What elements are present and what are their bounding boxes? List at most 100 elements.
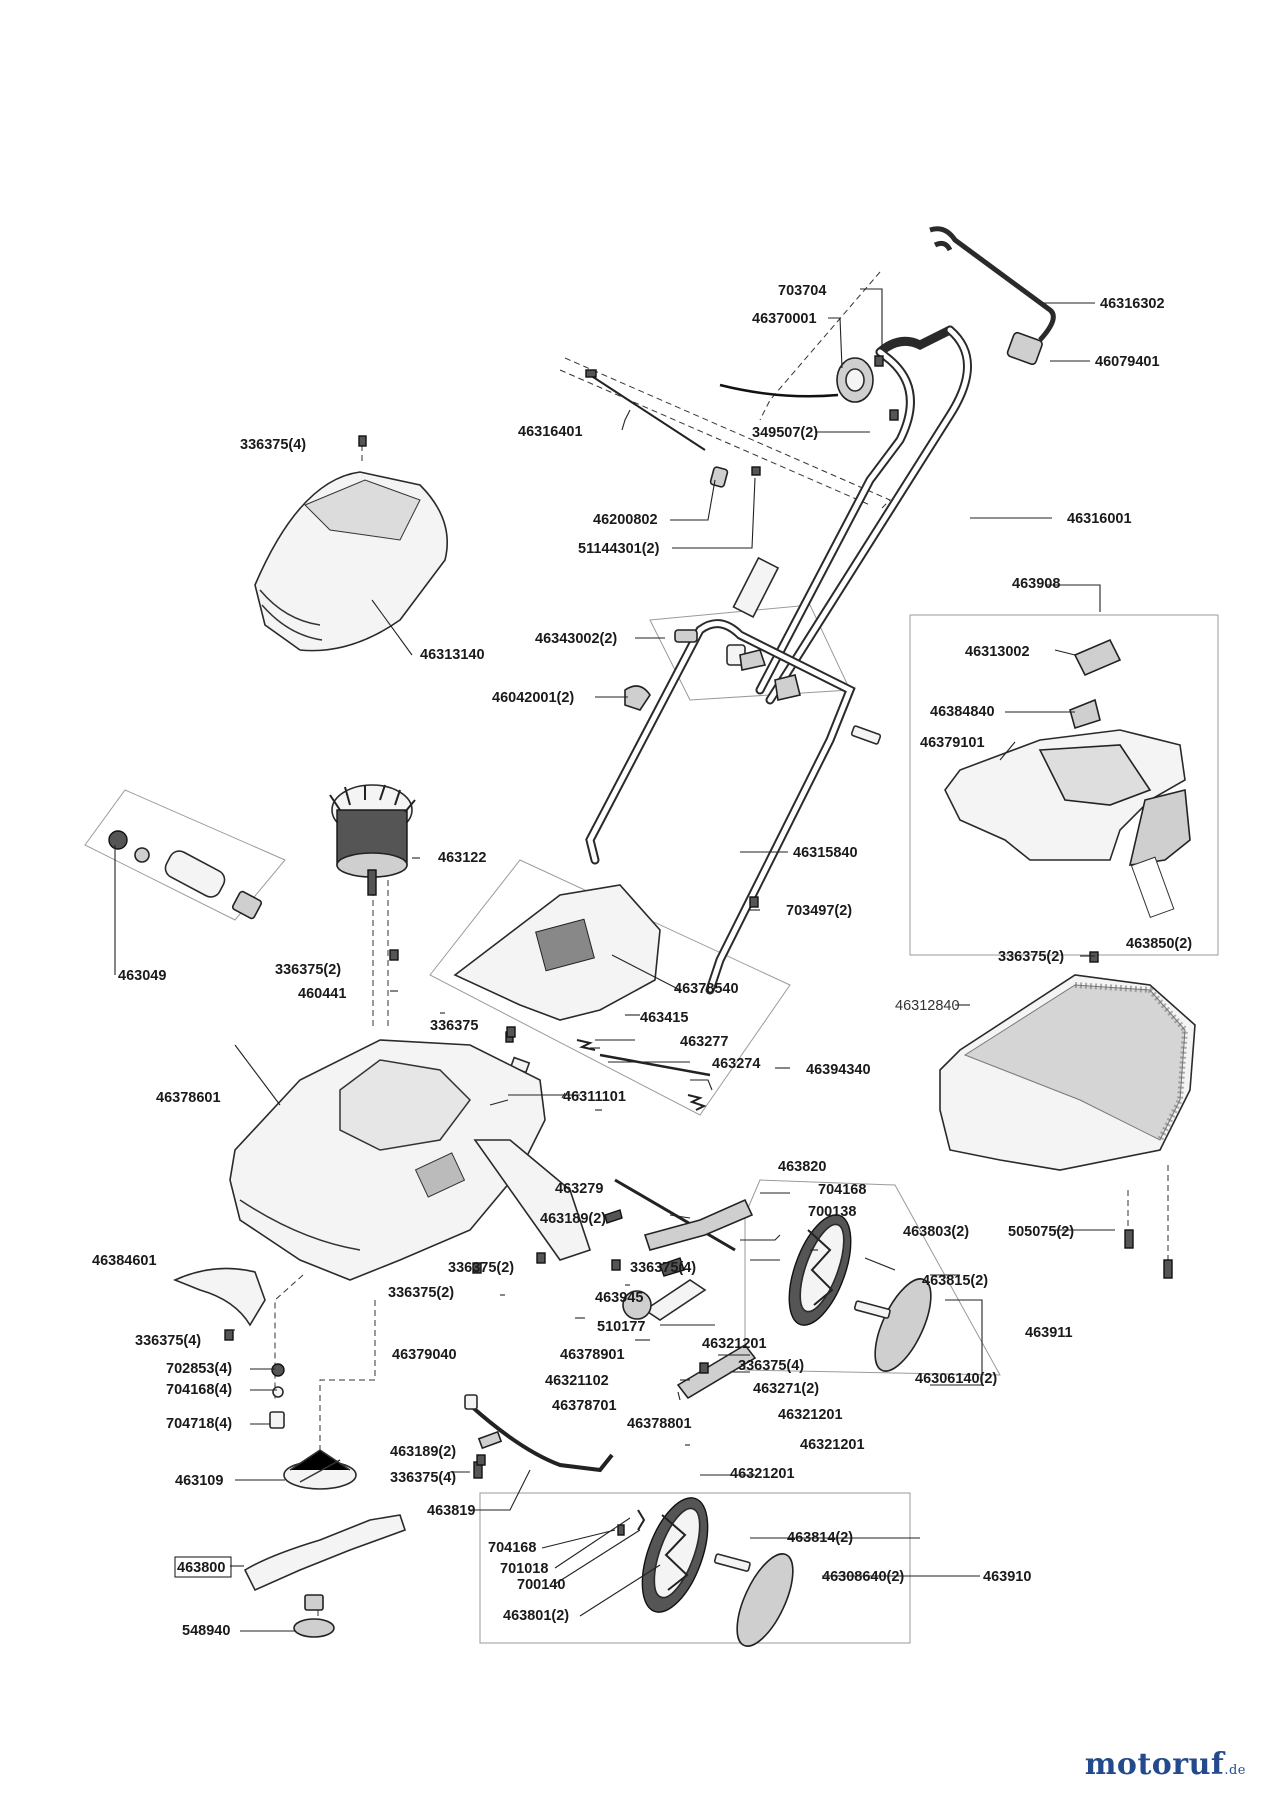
part-label: 702853(4) <box>166 1361 232 1377</box>
part-label: 703497(2) <box>786 903 852 919</box>
part-label: 46379101 <box>920 735 985 751</box>
part-label: 510177 <box>597 1319 645 1335</box>
part-label: 463277 <box>680 1034 728 1050</box>
front-wheel-group-frame <box>479 1492 911 1644</box>
part-label: 336375(4) <box>135 1333 201 1349</box>
part-label: 463800 <box>177 1560 225 1576</box>
part-label: 548940 <box>182 1623 230 1639</box>
leader-lines <box>114 288 1115 1632</box>
front-axle <box>464 1394 614 1479</box>
motor <box>329 784 416 896</box>
part-label: 336375(2) <box>448 1260 514 1276</box>
part-label: 463271(2) <box>753 1381 819 1397</box>
part-label: 336375(2) <box>275 962 341 978</box>
capacitor <box>108 830 263 920</box>
part-label: 701018 <box>500 1561 548 1577</box>
part-label: 463910 <box>983 1569 1031 1585</box>
front-hubcap <box>713 1553 794 1647</box>
part-label: 463820 <box>778 1159 826 1175</box>
part-label: 46321102 <box>545 1373 609 1389</box>
part-label: 46312840 <box>895 998 960 1014</box>
part-label: 463049 <box>118 968 166 984</box>
part-label: 700140 <box>517 1577 565 1593</box>
part-label: 336375(2) <box>388 1285 454 1301</box>
part-label: 46378601 <box>156 1090 221 1106</box>
part-label: 505075(2) <box>1008 1224 1074 1240</box>
part-label: 46384601 <box>92 1253 157 1269</box>
blade-assembly <box>243 1363 407 1638</box>
part-label: 336375(4) <box>630 1260 696 1276</box>
front-wheel <box>617 1497 709 1613</box>
part-label: 463274 <box>712 1056 760 1072</box>
part-label: 336375(4) <box>390 1470 456 1486</box>
part-label: 463908 <box>1012 576 1060 592</box>
part-label: 46321201 <box>702 1336 767 1352</box>
part-label: 46379040 <box>392 1347 457 1363</box>
part-label: 46313002 <box>965 644 1030 660</box>
part-label: 704718(4) <box>166 1416 232 1432</box>
mower-deck <box>229 1039 546 1281</box>
part-label: 46343002(2) <box>535 631 617 647</box>
part-label: 336375(4) <box>240 437 306 453</box>
rear-axle-and-levers <box>604 1178 757 1400</box>
cover-hood-group-frame <box>429 859 791 1116</box>
part-label: 336375(4) <box>738 1358 804 1374</box>
part-label: 463814(2) <box>787 1530 853 1546</box>
part-label: 46321201 <box>800 1437 865 1453</box>
part-label: 46316001 <box>1067 511 1132 527</box>
part-label: 463850(2) <box>1126 936 1192 952</box>
lower-handle <box>585 619 856 995</box>
part-label: 463415 <box>640 1010 688 1026</box>
part-label: 336375 <box>430 1018 478 1034</box>
part-label: 700138 <box>808 1204 856 1220</box>
part-label: 704168 <box>818 1182 866 1198</box>
part-label: 46321201 <box>778 1407 843 1423</box>
bowden-cable <box>585 369 706 451</box>
part-label: 46313140 <box>420 647 485 663</box>
part-label: 463279 <box>555 1181 603 1197</box>
part-label: 46378901 <box>560 1347 625 1363</box>
part-label: 463945 <box>595 1290 643 1306</box>
part-label: 46378701 <box>552 1398 617 1414</box>
part-label: 46378540 <box>674 981 739 997</box>
part-label: 46079401 <box>1095 354 1160 370</box>
part-label: 463189(2) <box>540 1211 606 1227</box>
motor-capacitor-group-frame <box>84 789 286 921</box>
part-label: 463815(2) <box>922 1273 988 1289</box>
grass-catcher-top <box>944 638 1191 919</box>
part-label: 46394340 <box>806 1062 871 1078</box>
part-label: 463122 <box>438 850 486 866</box>
motor-cover <box>453 884 661 1021</box>
part-label: 463911 <box>1025 1325 1073 1341</box>
part-label: 46321201 <box>730 1466 795 1482</box>
part-label: 51144301(2) <box>578 541 660 557</box>
part-label: 46316302 <box>1100 296 1165 312</box>
part-label: 46311101 <box>563 1089 626 1105</box>
brand-logo: motoruf.de <box>1085 1747 1246 1782</box>
part-label: 46315840 <box>793 845 858 861</box>
part-label: 703704 <box>778 283 826 299</box>
grass-bag-group-frame <box>909 614 1219 956</box>
part-label: 46370001 <box>752 311 817 327</box>
part-label: 46316401 <box>518 424 583 440</box>
part-label: 46306140(2) <box>915 1371 997 1387</box>
part-label: 463189(2) <box>390 1444 456 1460</box>
grass-bag <box>939 974 1196 1171</box>
part-label: 46200802 <box>593 512 658 528</box>
part-label: 46384840 <box>930 704 995 720</box>
part-label: 460441 <box>298 986 346 1002</box>
part-label: 463803(2) <box>903 1224 969 1240</box>
part-label: 46308640(2) <box>822 1569 904 1585</box>
rear-flap <box>473 1139 592 1261</box>
cable-clip <box>709 466 761 488</box>
top-cover <box>254 471 448 652</box>
fasteners <box>224 355 1173 1466</box>
side-discharge <box>172 1267 266 1327</box>
rear-hubcap <box>853 1278 932 1372</box>
brand-tld: .de <box>1224 1763 1246 1778</box>
rear-wheel <box>788 1214 852 1326</box>
part-label: 349507(2) <box>752 425 818 441</box>
part-label: 46042001(2) <box>492 690 574 706</box>
part-label: 704168(4) <box>166 1382 232 1398</box>
